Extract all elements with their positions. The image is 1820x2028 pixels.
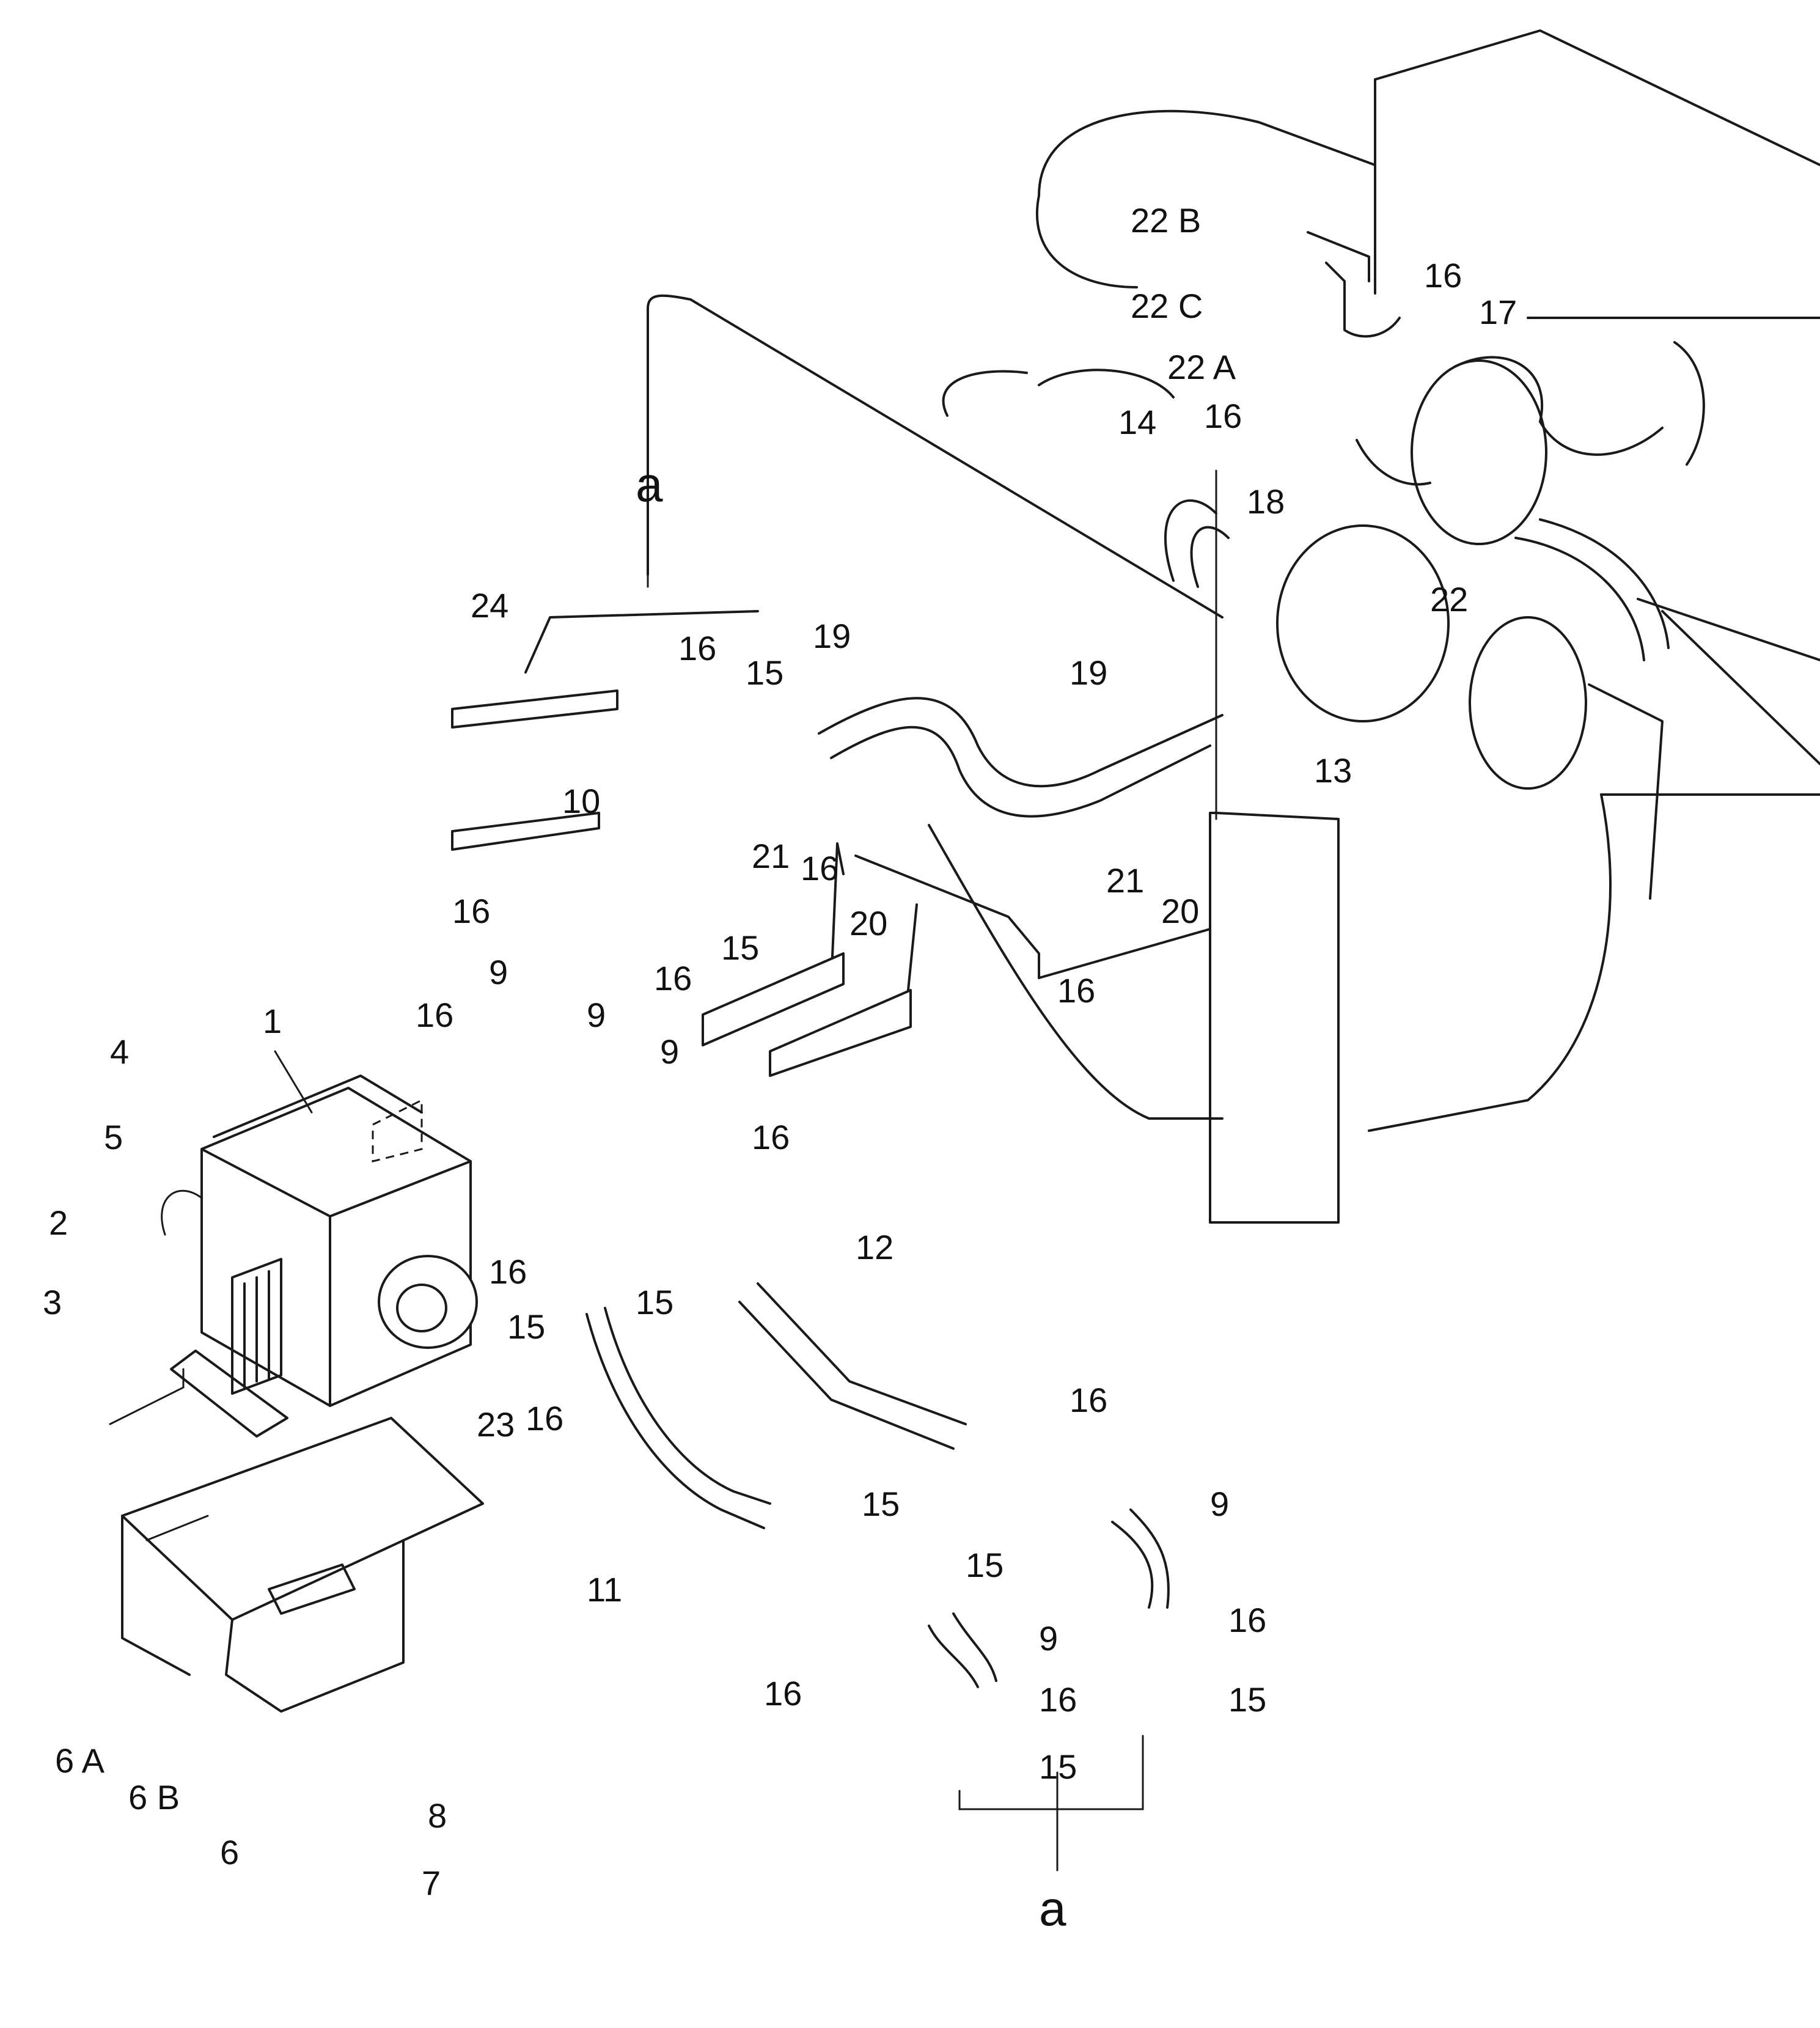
lower-hoses xyxy=(585,1282,1170,1688)
mounting-rails xyxy=(451,610,918,1077)
callout-15a: 15 xyxy=(746,653,783,692)
callout-9d: 9 xyxy=(1039,1619,1058,1658)
heater-stand xyxy=(121,1417,484,1713)
callout-16g: 16 xyxy=(526,1399,563,1438)
callout-10: 10 xyxy=(562,782,600,820)
callout-6a: 6 A xyxy=(55,1741,105,1780)
callout-9c: 9 xyxy=(587,996,606,1034)
callout-11: 11 xyxy=(587,1570,622,1609)
callout-16n: 16 xyxy=(1204,397,1242,435)
callout-16l: 16 xyxy=(1228,1601,1266,1639)
callout-18: 18 xyxy=(1247,482,1285,521)
callout-15e: 15 xyxy=(862,1485,900,1523)
callout-16j: 16 xyxy=(764,1674,802,1713)
callout-19a: 19 xyxy=(813,617,851,655)
callout-9b: 9 xyxy=(660,1032,679,1071)
callout-14: 14 xyxy=(1118,403,1156,441)
callout-2: 2 xyxy=(49,1203,68,1242)
callout-17: 17 xyxy=(1479,293,1517,331)
callout-21b: 21 xyxy=(1106,861,1144,900)
callout-16b: 16 xyxy=(452,892,490,930)
frame-hoses xyxy=(818,231,1431,820)
pulley-assembly xyxy=(1276,359,1670,790)
callout-21a: 21 xyxy=(752,837,790,875)
callout-16e: 16 xyxy=(416,996,453,1034)
ref-a-bottom: a xyxy=(1039,1881,1066,1936)
callout-19b: 19 xyxy=(1070,653,1107,692)
callout-1: 1 xyxy=(263,1002,282,1040)
callout-8: 8 xyxy=(428,1796,447,1835)
callout-16f: 16 xyxy=(489,1252,527,1291)
callout-6: 6 xyxy=(220,1833,239,1872)
callout-16c: 16 xyxy=(801,849,838,887)
callout-15b: 15 xyxy=(721,928,759,967)
callout-12: 12 xyxy=(856,1228,893,1266)
callout-15g: 15 xyxy=(1228,1680,1266,1719)
callout-7: 7 xyxy=(422,1864,441,1902)
callout-5: 5 xyxy=(104,1118,123,1156)
callout-3: 3 xyxy=(43,1283,62,1321)
callout-15f: 15 xyxy=(966,1546,1004,1584)
callout-15d: 15 xyxy=(636,1283,673,1321)
callout-9a: 9 xyxy=(489,953,508,991)
callout-20a: 20 xyxy=(849,904,887,942)
callout-20b: 20 xyxy=(1161,892,1199,930)
callout-15h: 15 xyxy=(1039,1747,1077,1786)
callout-13: 13 xyxy=(1314,751,1352,790)
callout-22c: 22 C xyxy=(1131,287,1203,325)
ref-a-top: a xyxy=(636,457,663,512)
bulkhead-panel xyxy=(647,294,1340,1224)
callout-9e: 9 xyxy=(1210,1485,1229,1523)
callout-15c: 15 xyxy=(507,1307,545,1346)
callout-22a: 22 A xyxy=(1167,348,1236,386)
heater-unit xyxy=(161,1075,478,1438)
callout-labels: 1 2 3 4 5 6 6 A 6 B 7 8 9 9 9 9 9 10 11 … xyxy=(43,201,1517,1936)
callout-23: 23 xyxy=(477,1405,515,1444)
callout-16k: 16 xyxy=(1039,1680,1077,1719)
callout-16i: 16 xyxy=(1070,1381,1107,1419)
callout-24: 24 xyxy=(471,586,508,625)
callout-22b: 22 B xyxy=(1131,201,1201,240)
callout-16h: 16 xyxy=(752,1118,790,1156)
callout-16d: 16 xyxy=(654,959,692,997)
leader-lines xyxy=(109,524,1144,1872)
callout-6b: 6 B xyxy=(128,1778,180,1817)
callout-16o: 16 xyxy=(1057,971,1095,1010)
callout-22: 22 xyxy=(1430,580,1468,619)
engine-block xyxy=(928,29,1820,1132)
callout-4: 4 xyxy=(110,1032,129,1071)
callout-16a: 16 xyxy=(678,629,716,667)
callout-16m: 16 xyxy=(1424,256,1462,295)
